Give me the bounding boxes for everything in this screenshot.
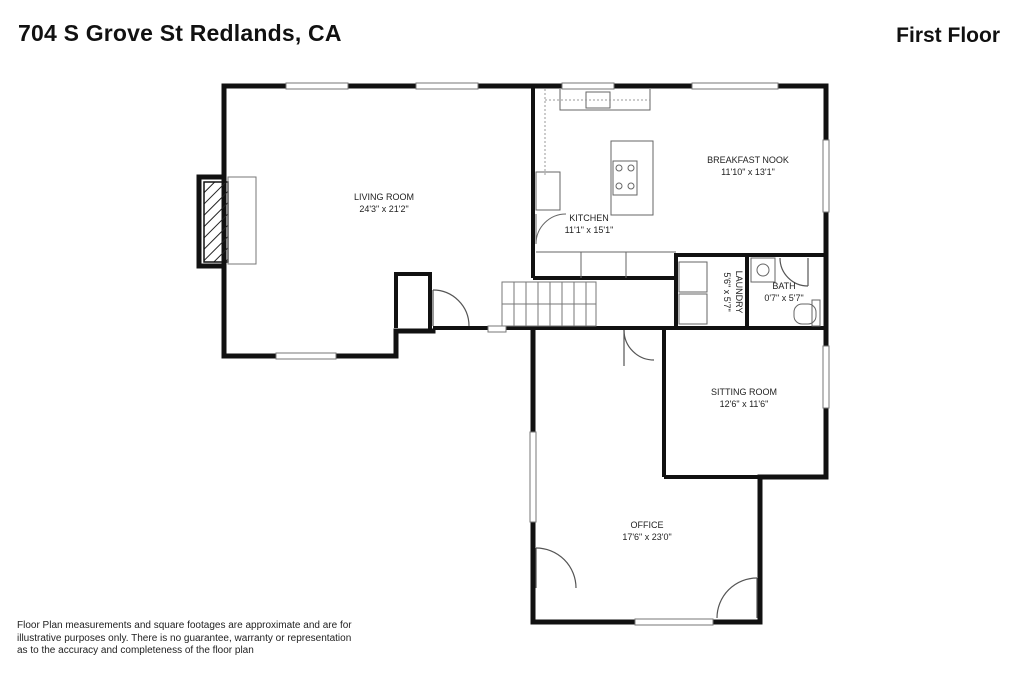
living-room-name: LIVING ROOM	[354, 192, 414, 202]
stairs	[501, 281, 597, 327]
interior-walls	[394, 86, 826, 479]
doors	[432, 257, 809, 619]
fireplace-icon	[203, 181, 229, 263]
kitchen-counter-lines	[544, 89, 650, 175]
laundry-size: 5'6" x 5'7"	[722, 272, 732, 311]
disclaimer: Floor Plan measurements and square foota…	[17, 620, 357, 658]
living-room-size: 24'3" x 21'2"	[359, 204, 408, 214]
disclaimer-line-1: Floor Plan measurements and square foota…	[17, 620, 352, 631]
disclaimer-line-2: illustrative purposes only. There is no …	[17, 632, 352, 644]
laundry-bath-fixtures	[678, 257, 821, 327]
laundry-name: LAUNDRY	[734, 271, 744, 314]
bath-size: 0'7" x 5'7"	[764, 293, 803, 303]
property-address: 704 S Grove St Redlands, CA	[18, 20, 342, 46]
breakfast-nook-size: 11'10" x 13'1"	[721, 167, 775, 177]
sitting-room-size: 12'6" x 11'6"	[720, 399, 769, 409]
disclaimer-line-3: as to the accuracy and completeness of t…	[17, 645, 254, 656]
hearth-outline	[227, 176, 257, 265]
kitchen-name: KITCHEN	[569, 213, 609, 223]
kitchen-size: 11'1" x 15'1"	[565, 225, 614, 235]
kitchen-fixtures	[535, 89, 676, 278]
breakfast-nook-name: BREAKFAST NOOK	[707, 155, 789, 165]
office-name: OFFICE	[631, 520, 664, 530]
floor-label: First Floor	[896, 24, 1000, 47]
bath-name: BATH	[772, 281, 795, 291]
windows	[275, 82, 830, 626]
office-size: 17'6" x 23'0"	[622, 532, 671, 542]
sitting-room-name: SITTING ROOM	[711, 387, 777, 397]
